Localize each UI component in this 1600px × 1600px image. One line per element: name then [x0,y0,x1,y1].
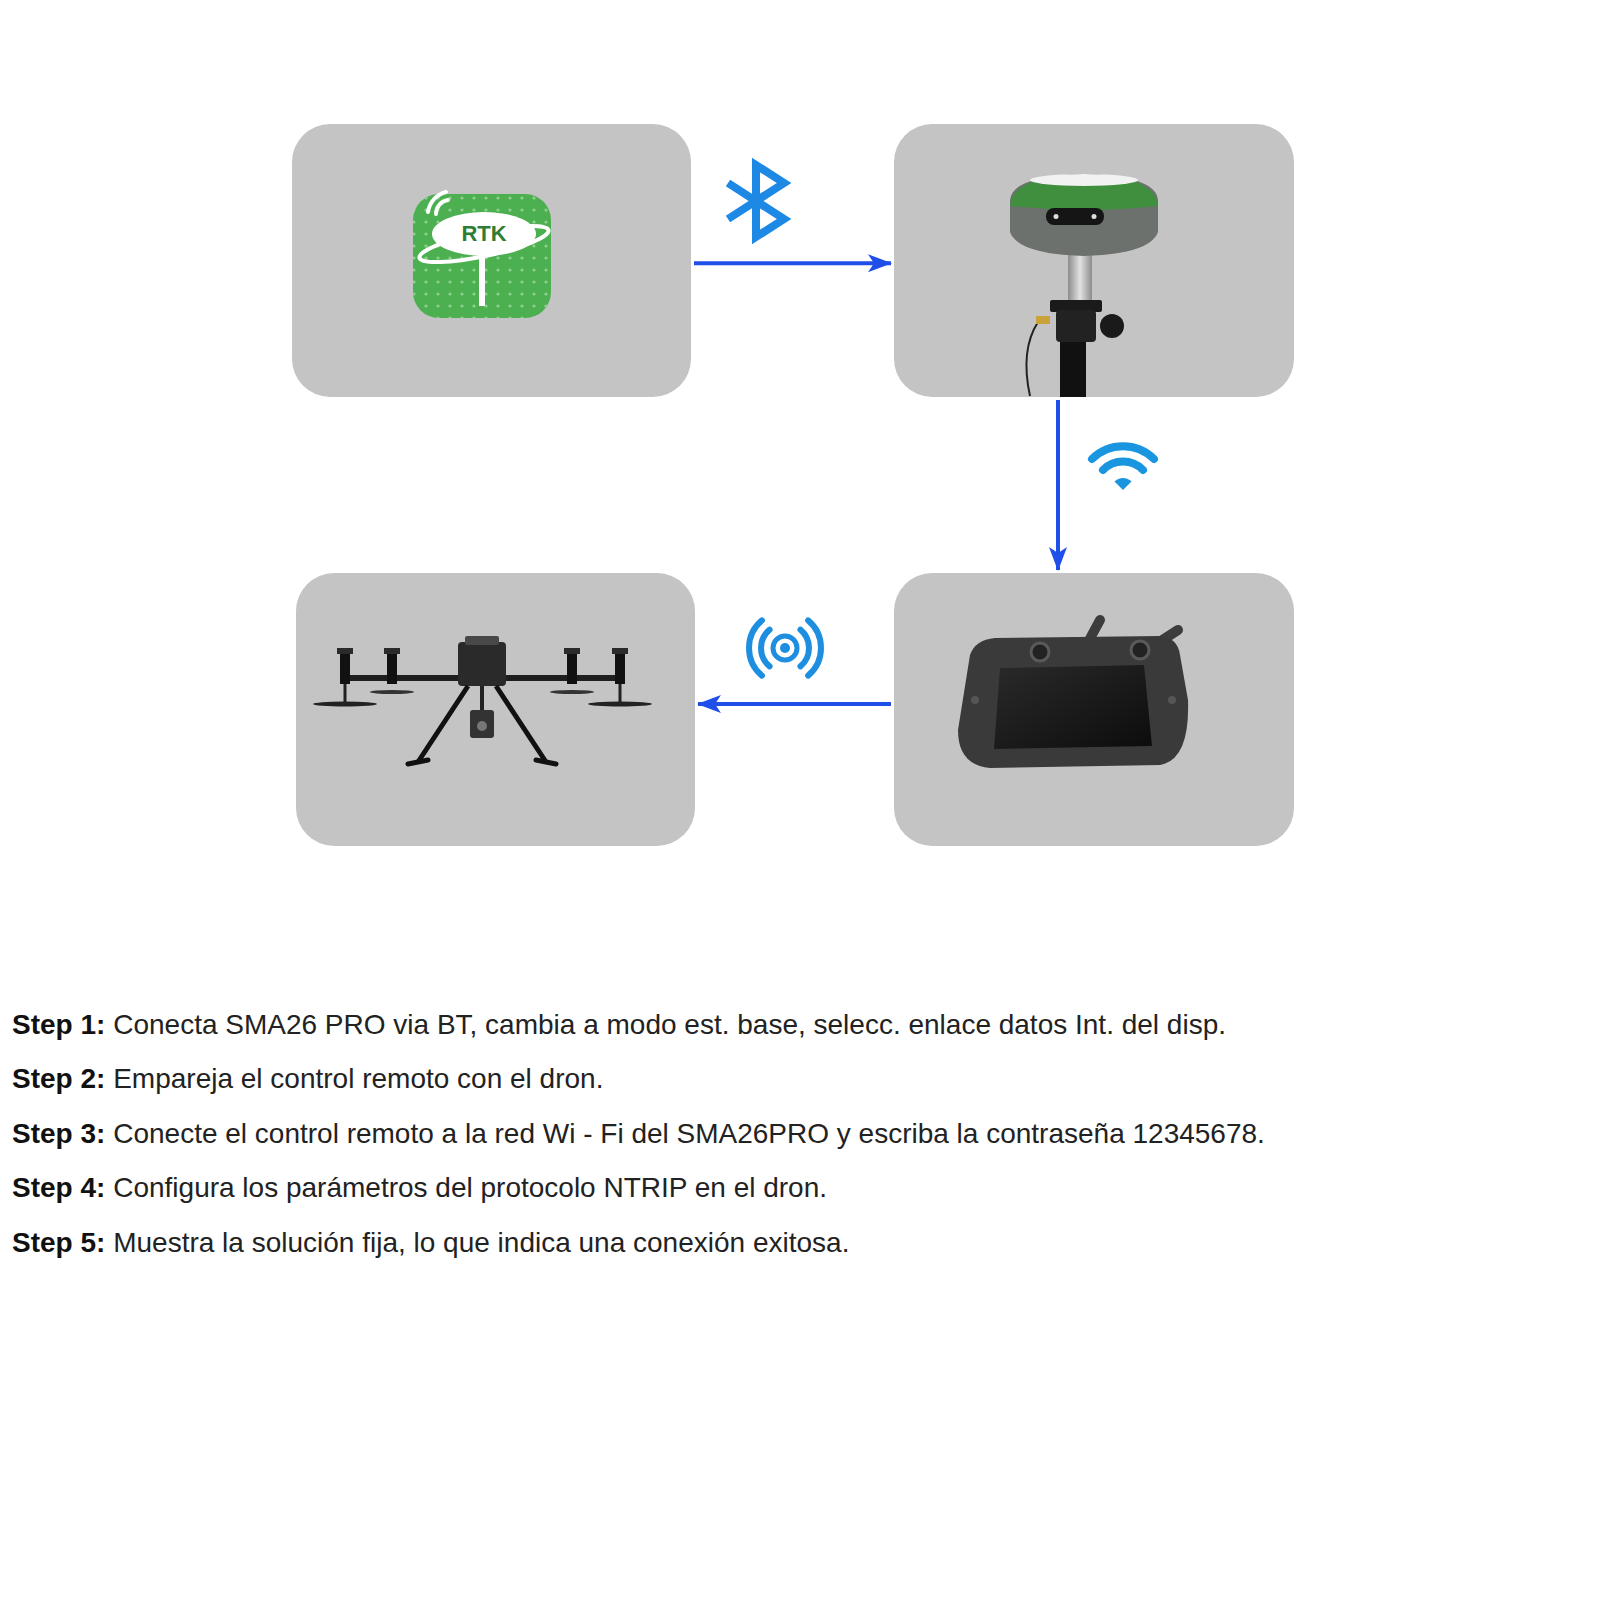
icon-label: RTK [461,221,506,247]
step-line: Step 5: Muestra la solución fija, lo que … [12,1226,849,1260]
step-instruction: Conecte el control remoto a la red Wi - … [113,1118,1265,1149]
flow-arrow [698,702,891,706]
wifi-symbol [1092,446,1154,490]
step-instruction: Empareja el control remoto con el dron. [113,1063,603,1094]
step-number: Step 2: [12,1063,105,1094]
app-icon [413,192,551,318]
step-line: Step 4: Configura los parámetros del prot… [12,1171,827,1205]
radio-signal-symbol [749,620,821,675]
step-instruction: Configura los parámetros del protocolo N… [113,1172,827,1203]
step-number: Step 5: [12,1227,105,1258]
step-number: Step 1: [12,1009,105,1040]
flow-arrow [694,261,891,265]
step-number: Step 3: [12,1118,105,1149]
panel-box [296,573,695,846]
step-number: Step 4: [12,1172,105,1203]
step-line: Step 3: Conecte el control remoto a la re… [12,1117,1265,1151]
step-instruction: Conecta SMA26 PRO via BT, cambia a modo … [113,1009,1226,1040]
step-instruction: Muestra la solución fija, lo que indica … [113,1227,849,1258]
bluetooth-symbol [728,165,784,237]
panel-box [894,124,1294,397]
remote-controller [958,620,1188,768]
step-line: Step 2: Empareja el control remoto con el… [12,1062,603,1096]
step-line: Step 1: Conecta SMA26 PRO via BT, cambia … [12,1008,1226,1042]
flow-arrow [1056,400,1060,570]
